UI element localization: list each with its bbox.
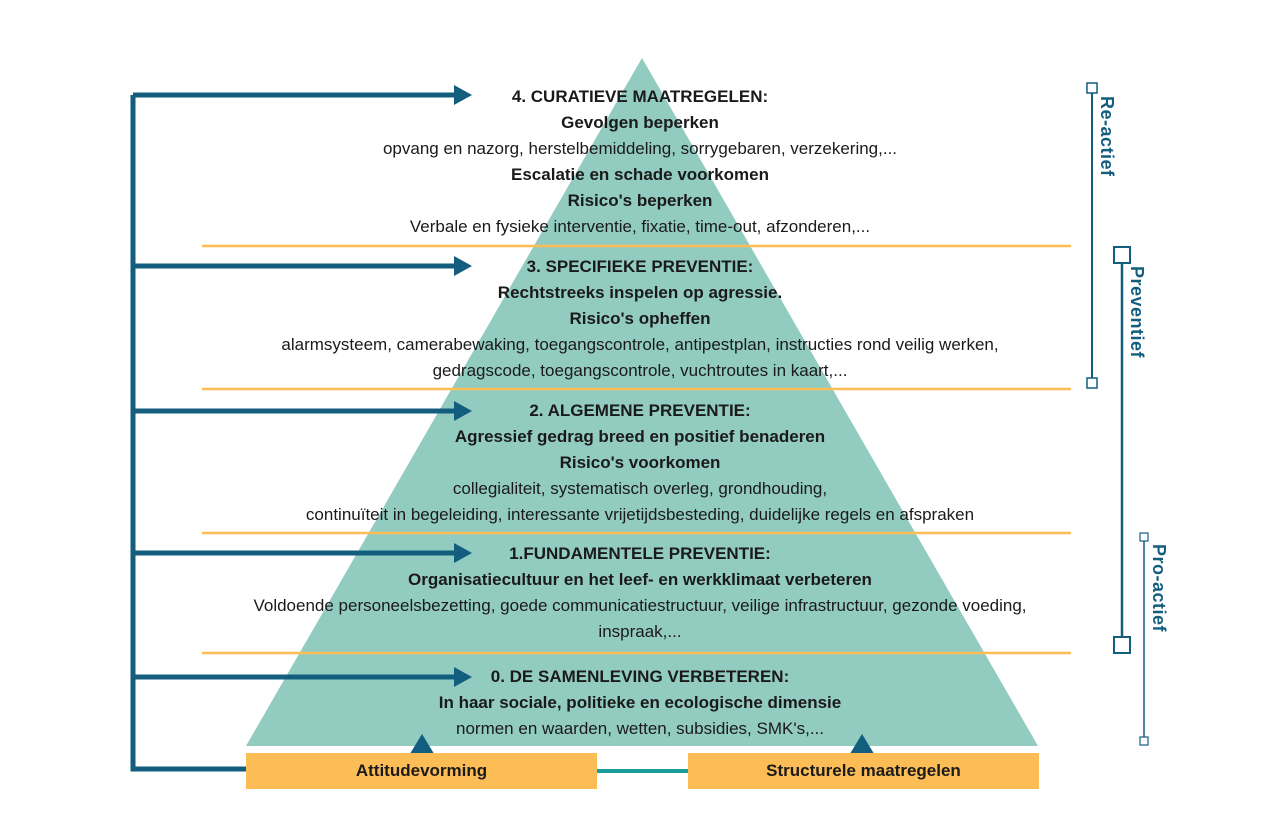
reactief-label: Re-actief bbox=[1097, 96, 1117, 177]
level-line: Voldoende personeelsbezetting, goede com… bbox=[253, 596, 1027, 615]
structurele-maatregelen-box: Structurele maatregelen bbox=[688, 753, 1039, 789]
level-line: Escalatie en schade voorkomen bbox=[511, 165, 769, 184]
level-line: Organisatiecultuur en het leef- en werkk… bbox=[408, 570, 872, 589]
preventief-label: Preventief bbox=[1127, 266, 1147, 359]
level-line: collegialiteit, systematisch overleg, gr… bbox=[452, 479, 828, 498]
level-arrow bbox=[133, 667, 472, 687]
level-4: 4. CURATIEVE MAATREGELEN: Gevolgen beper… bbox=[190, 84, 1090, 240]
level-0: 0. DE SAMENLEVING VERBETEREN: In haar so… bbox=[190, 664, 1090, 742]
level-1: 1.FUNDAMENTELE PREVENTIE: Organisatiecul… bbox=[190, 541, 1090, 645]
level-line: Verbale en fysieke interventie, fixatie,… bbox=[409, 217, 871, 236]
level-arrow bbox=[133, 256, 472, 276]
level-title: 0. DE SAMENLEVING VERBETEREN: bbox=[490, 667, 790, 686]
level-title: 3. SPECIFIEKE PREVENTIE: bbox=[526, 257, 754, 276]
level-title: 1.FUNDAMENTELE PREVENTIE: bbox=[509, 544, 771, 563]
level-line: alarmsysteem, camerabewaking, toegangsco… bbox=[281, 335, 999, 354]
level-arrow bbox=[133, 543, 472, 563]
level-arrow bbox=[133, 85, 472, 105]
proactief-label: Pro-actief bbox=[1149, 544, 1169, 633]
level-line: In haar sociale, politieke en ecologisch… bbox=[438, 693, 842, 712]
up-triangle-icon bbox=[848, 734, 876, 757]
level-title: 2. ALGEMENE PREVENTIE: bbox=[529, 401, 751, 420]
feedback-line bbox=[130, 95, 246, 772]
level-line: Gevolgen beperken bbox=[561, 113, 719, 132]
level-line: Risico's voorkomen bbox=[559, 453, 721, 472]
level-line: gedragscode, toegangscontrole, vuchtrout… bbox=[432, 361, 848, 380]
level-line: continuïteit in begeleiding, interessant… bbox=[305, 505, 975, 524]
proactief-bracket bbox=[1139, 532, 1149, 746]
level-arrow bbox=[133, 401, 472, 421]
up-triangle-icon bbox=[408, 734, 436, 757]
level-line: opvang en nazorg, herstelbemiddeling, so… bbox=[382, 139, 898, 158]
level-2: 2. ALGEMENE PREVENTIE: Agressief gedrag … bbox=[190, 398, 1090, 528]
preventief-bracket bbox=[1113, 246, 1131, 654]
level-title: 4. CURATIEVE MAATREGELEN: bbox=[511, 87, 769, 106]
level-line: Risico's beperken bbox=[567, 191, 713, 210]
pyramid-shape bbox=[246, 58, 1038, 746]
level-line: Risico's opheffen bbox=[569, 309, 711, 328]
level-line: Agressief gedrag breed en positief benad… bbox=[454, 427, 826, 446]
level-line: normen en waarden, wetten, subsidies, SM… bbox=[456, 719, 824, 738]
reactief-bracket bbox=[1086, 82, 1098, 389]
level-line: inspraak,... bbox=[598, 622, 682, 641]
level-3: 3. SPECIFIEKE PREVENTIE: Rechtstreeks in… bbox=[190, 254, 1090, 384]
level-line: Rechtstreeks inspelen op agressie. bbox=[497, 283, 783, 302]
attitudevorming-box: Attitudevorming bbox=[246, 753, 597, 789]
